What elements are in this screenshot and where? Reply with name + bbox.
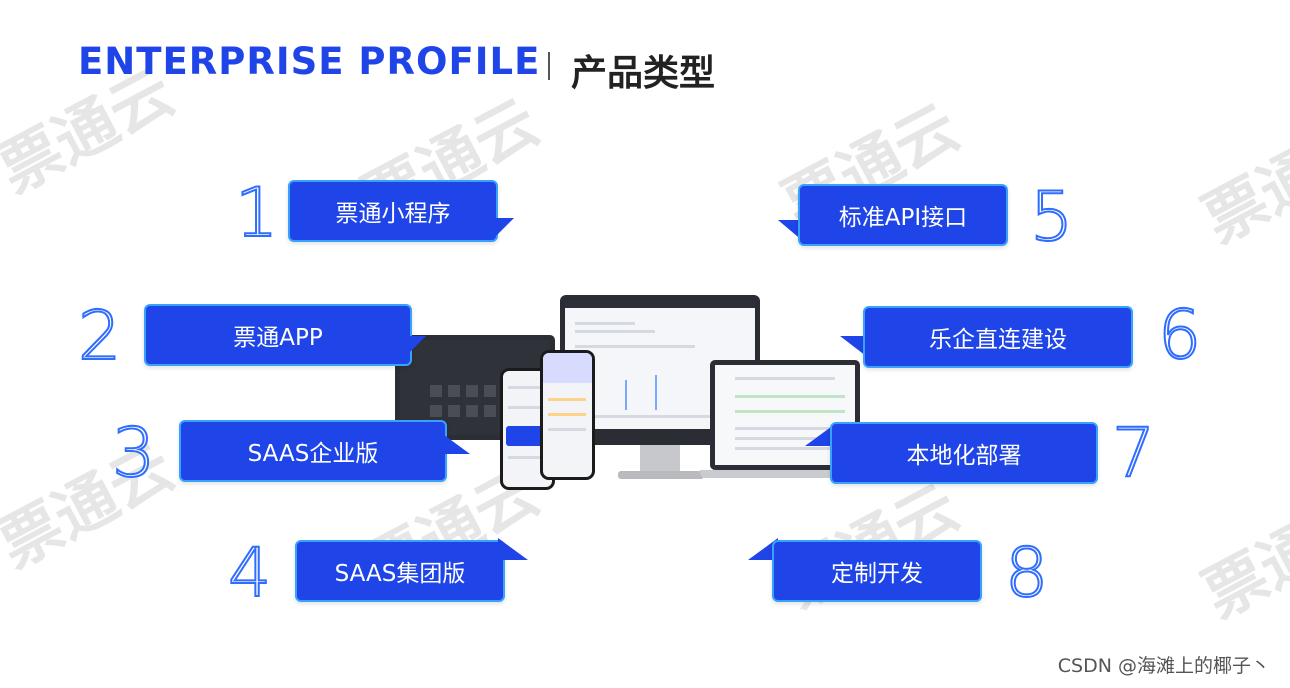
product-label: 乐企直连建设	[929, 327, 1067, 353]
bubble-tail	[805, 424, 835, 446]
product-bubble-app: 票通APP	[144, 304, 412, 366]
item-number-3: 3	[111, 414, 156, 493]
page-title-cn: 产品类型	[571, 53, 716, 94]
product-label: 定制开发	[831, 561, 923, 587]
product-bubble-leqi: 乐企直连建设	[863, 306, 1133, 368]
csdn-credit: CSDN @海滩上的椰子丶	[1057, 655, 1270, 677]
devices-illustration	[385, 290, 870, 500]
product-bubble-mini-program: 票通小程序	[288, 180, 498, 242]
item-number-4: 4	[227, 534, 272, 613]
title-divider	[548, 52, 550, 80]
product-label: 票通小程序	[335, 201, 451, 227]
product-label: 本地化部署	[906, 443, 1022, 469]
bubble-tail	[440, 432, 470, 454]
product-bubble-saas-group: SAAS集团版	[295, 540, 505, 602]
product-label: SAAS企业版	[247, 441, 379, 467]
item-number-8: 8	[1004, 534, 1049, 613]
product-label: 票通APP	[233, 325, 323, 351]
item-number-6: 6	[1157, 296, 1202, 375]
item-number-2: 2	[77, 297, 122, 376]
bubble-tail	[840, 336, 866, 356]
bubble-tail	[406, 336, 426, 356]
product-bubble-api: 标准API接口	[798, 184, 1008, 246]
bubble-tail	[492, 218, 514, 240]
item-number-5: 5	[1029, 178, 1074, 257]
bubble-tail	[748, 538, 778, 560]
watermark: 票通云	[0, 430, 186, 582]
watermark: 票通云	[1191, 105, 1290, 257]
watermark: 票通云	[1191, 480, 1290, 632]
laptop-right-image	[700, 360, 870, 478]
bubble-tail	[498, 538, 528, 560]
product-label: SAAS集团版	[334, 561, 466, 587]
item-number-1: 1	[234, 174, 279, 253]
bubble-tail	[778, 220, 804, 242]
page-title-en: ENTERPRISE PROFILE	[78, 40, 541, 83]
phone-image	[540, 350, 595, 480]
product-bubble-saas-enterprise: SAAS企业版	[179, 420, 447, 482]
item-number-7: 7	[1111, 414, 1156, 493]
product-bubble-local-deploy: 本地化部署	[830, 422, 1098, 484]
product-label: 标准API接口	[838, 205, 968, 231]
product-bubble-custom-dev: 定制开发	[772, 540, 982, 602]
